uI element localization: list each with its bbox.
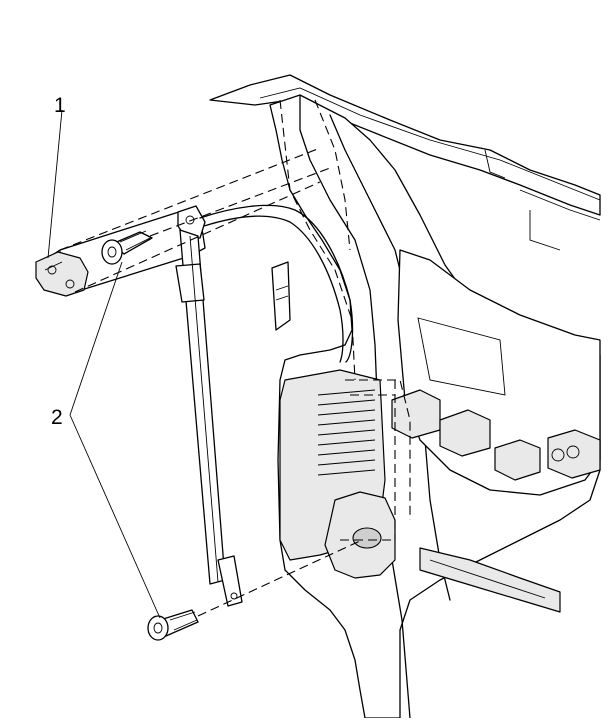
callout-leaders [47,109,161,619]
vent-grille [317,389,376,476]
anchor-hole [352,527,382,549]
body-side-panel [209,74,601,719]
bolt-lower [147,609,199,641]
seat-belt-assembly [175,204,354,607]
bolt-upper [101,230,153,265]
callout-label-2: 2 [51,406,63,429]
callout-label-1: 1 [54,94,66,117]
alignment-lines [59,147,363,617]
